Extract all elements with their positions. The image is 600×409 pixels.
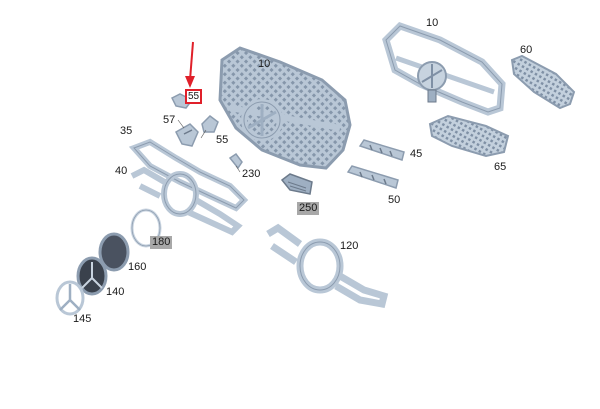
label-part-55-highlighted: 55 [185,89,203,104]
red-down-arrow-icon [185,41,195,88]
label-part-55: 55 [216,134,229,146]
label-part-160: 160 [128,261,147,273]
label-part-180: 180 [150,236,173,249]
label-part-145: 145 [73,313,92,325]
label-part-230: 230 [242,168,261,180]
label-part-140: 140 [106,286,125,298]
label-part-65: 65 [494,161,507,173]
label-part-50: 50 [388,194,401,206]
trim-part-120[interactable] [266,223,389,309]
label-part-250: 250 [297,202,320,215]
lower-mesh-part-65[interactable] [428,114,510,158]
label-part-10-main: 10 [258,58,271,70]
disc-part-160[interactable] [98,232,130,272]
label-part-40: 40 [115,165,128,177]
grille-main-part-10[interactable] [218,46,352,170]
label-part-120: 120 [340,240,359,252]
label-part-60: 60 [520,44,533,56]
clip-part-55[interactable] [201,115,219,133]
clip-part-230[interactable] [228,152,243,170]
emblem-disc-part-140[interactable] [76,256,108,296]
ring-part-180[interactable] [130,208,162,248]
trim-strip-part-50[interactable] [346,165,399,189]
label-part-35: 35 [120,125,133,137]
trim-part-40[interactable] [130,166,243,236]
label-part-57: 57 [163,114,176,126]
grille-frame-part-10[interactable] [382,21,506,116]
label-part-10-frame: 10 [426,17,439,29]
bracket-part-57[interactable] [175,123,199,147]
emblem-star-part-145[interactable] [55,280,85,316]
mesh-insert-part-60[interactable] [510,54,576,110]
label-part-45: 45 [410,148,423,160]
trim-strip-part-45[interactable] [358,139,405,161]
bracket-part-250[interactable] [280,173,313,195]
leader-lines [177,119,241,173]
